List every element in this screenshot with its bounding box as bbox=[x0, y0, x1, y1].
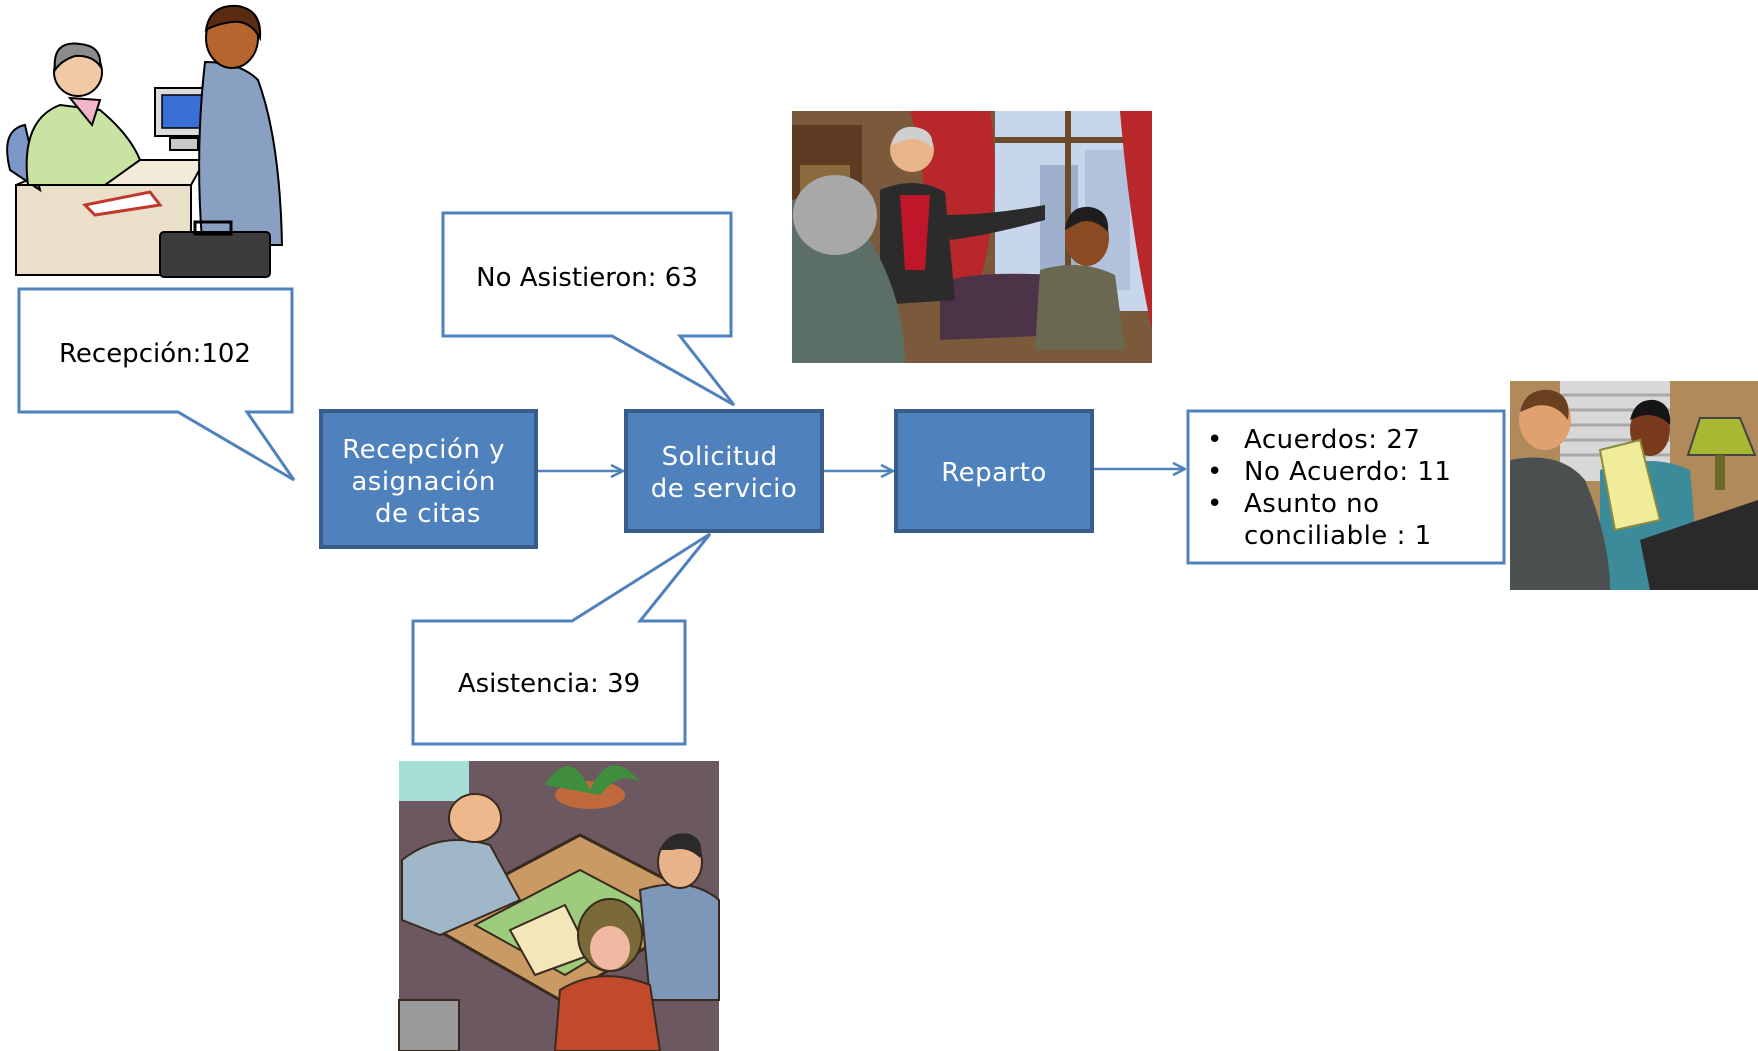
process-step-reception-line1: Recepción y bbox=[342, 435, 505, 465]
results-item-not-conciliable-line1: Asunto no bbox=[1244, 489, 1380, 519]
process-step-distribution-label: Reparto bbox=[941, 458, 1047, 488]
results-box: • Acuerdos: 27 • No Acuerdo: 11 • Asunto… bbox=[1186, 409, 1506, 565]
boardroom-meeting-illustration bbox=[792, 111, 1152, 363]
connectors bbox=[538, 469, 1184, 471]
callout-attendance: Asistencia: 39 bbox=[411, 532, 712, 746]
callout-attendance-text: Asistencia: 39 bbox=[458, 669, 640, 699]
callout-reception: Recepción:102 bbox=[17, 287, 296, 482]
callout-no-attendance: No Asistieron: 63 bbox=[441, 211, 736, 407]
results-item-no-agreement: No Acuerdo: 11 bbox=[1244, 457, 1451, 487]
results-bullet-2: • bbox=[1207, 457, 1223, 487]
negotiation-table-illustration bbox=[398, 761, 720, 1051]
process-step-distribution: Reparto bbox=[894, 409, 1094, 533]
results-item-not-conciliable: Asunto no conciliable : 1 bbox=[1244, 489, 1432, 551]
results-item-not-conciliable-line2: conciliable : 1 bbox=[1244, 521, 1432, 551]
process-step-reception-line3: de citas bbox=[375, 499, 481, 529]
process-step-request-label: Solicitud de servicio bbox=[651, 442, 798, 504]
process-step-reception-line2: asignación bbox=[351, 467, 496, 497]
handshake-deal-illustration bbox=[1510, 381, 1758, 590]
results-bullet-1: • bbox=[1207, 425, 1223, 455]
process-step-request-line2: de servicio bbox=[651, 474, 798, 504]
process-step-reception: Recepción y asignación de citas bbox=[319, 409, 538, 549]
callout-no-attendance-text: No Asistieron: 63 bbox=[476, 263, 698, 293]
process-step-request: Solicitud de servicio bbox=[624, 409, 824, 533]
process-step-reception-label: Recepción y asignación de citas bbox=[342, 435, 514, 529]
results-bullet-3: • bbox=[1207, 489, 1223, 519]
reception-desk-illustration bbox=[6, 4, 284, 278]
process-step-request-line1: Solicitud bbox=[662, 442, 778, 472]
callout-reception-text: Recepción:102 bbox=[59, 339, 251, 369]
results-item-agreements: Acuerdos: 27 bbox=[1244, 425, 1420, 455]
